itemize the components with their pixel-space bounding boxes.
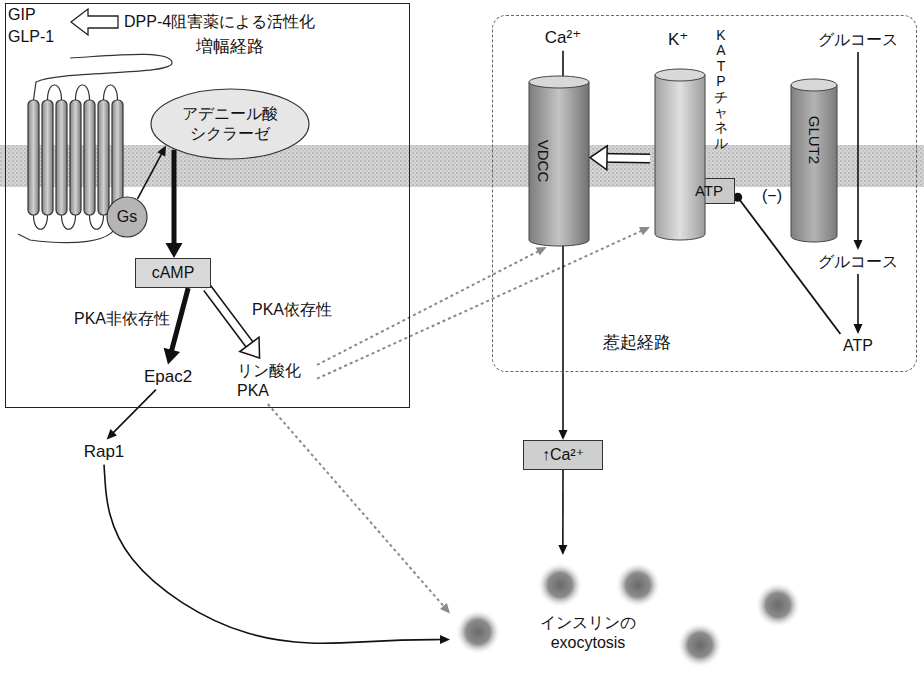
cylinder-top	[791, 79, 837, 91]
molecule-label: ATP	[836, 334, 880, 358]
node-text: 増幅経路	[196, 36, 264, 57]
node-text: ATP	[843, 336, 873, 356]
cell-membrane	[0, 145, 924, 187]
node-text: cAMP	[152, 263, 195, 283]
arrow-head	[157, 146, 166, 157]
node-outline	[150, 88, 310, 160]
node-text: Ca²⁺	[545, 27, 581, 48]
arrow-head	[854, 324, 863, 334]
arrow-shaft	[104, 465, 443, 644]
arrow-connector	[138, 146, 167, 199]
arrow-connector	[854, 274, 863, 334]
transporter-symbol: GLUT2	[790, 78, 838, 243]
arrow-head	[164, 348, 180, 365]
arrow-shaft	[171, 150, 176, 248]
arrow-shaft-inner	[207, 288, 254, 351]
node-outline	[650, 28, 742, 242]
arrow-shaft	[317, 230, 644, 379]
node-text: KATP チャネル	[714, 28, 728, 151]
node-text: Rap1	[84, 441, 125, 462]
arrow-head	[590, 146, 607, 170]
pathway-panel: アデニール酸 シクラーゼ Gs cAMP Epac2 リン酸化 PKA 増幅経路	[5, 3, 410, 408]
arrow-connector	[207, 288, 259, 358]
activation-arrow	[71, 9, 118, 35]
hormone-label: GLP-1	[8, 27, 54, 46]
pathway-panel: Ca²⁺VDCCATPKATP チャネルGLUT2グルコースグルコースATP惹起…	[492, 15, 917, 372]
edge-label: PKA依存性	[250, 300, 334, 319]
ellipse-outline	[151, 89, 309, 159]
arrow-head	[639, 227, 650, 235]
arrow-shaft	[268, 404, 446, 608]
ellipse-outline	[107, 197, 147, 237]
channel-symbol: VDCC	[528, 75, 590, 247]
node-text: インスリンの exocytosis	[532, 613, 644, 653]
arrow-connector	[854, 52, 863, 250]
dotted-arrow	[317, 247, 547, 365]
cylinder-top	[655, 69, 705, 81]
enzyme-ellipse: アデニール酸 シクラーゼ	[150, 88, 310, 160]
arrow-shaft	[857, 52, 859, 243]
molecule-label: グルコース	[812, 250, 904, 274]
arrow-connector	[590, 146, 650, 170]
arrow-connector	[107, 390, 156, 440]
node-text: ATP	[695, 182, 723, 201]
arrow-head	[854, 240, 863, 250]
arrow-head	[536, 247, 547, 256]
cylinder-body	[791, 85, 837, 242]
arrow-head	[440, 635, 450, 644]
annotation: DPP-4阻害薬による活性化	[124, 12, 315, 31]
arrow-shaft	[138, 152, 163, 199]
ion-label: K⁺	[668, 30, 688, 50]
ion-label: Ca²⁺	[538, 25, 588, 50]
channel-symbol: ATP KATP チャネル	[650, 28, 742, 242]
cylinder-body	[655, 75, 705, 240]
arrow-connector	[558, 470, 567, 555]
molecule-label: リン酸化 PKA	[235, 358, 317, 404]
exocytosis-group: インスリンの exocytosis	[450, 555, 820, 685]
arrow-head	[165, 243, 182, 258]
dotted-arrow	[317, 227, 650, 379]
molecule-box: cAMP	[135, 258, 211, 288]
node-text: アデニール酸 シクラーゼ	[174, 104, 286, 144]
edge-label: PKA非依存性	[72, 309, 172, 328]
arrow-shaft	[857, 274, 859, 327]
arrow-shaft	[171, 288, 189, 354]
arrow-shaft	[207, 288, 254, 351]
cylinder-body	[529, 82, 589, 246]
arrow-head	[240, 337, 260, 358]
node-text: ↑Ca²⁺	[542, 445, 584, 465]
arrow-shaft	[317, 250, 540, 365]
node-text: 惹起経路	[603, 332, 671, 353]
arrow-connector	[165, 150, 182, 258]
arrow-head	[107, 429, 117, 439]
molecule-label: グルコース	[812, 28, 904, 52]
arrow-head	[558, 545, 567, 555]
node-text: Gs	[117, 207, 137, 227]
node-text: GLUT2	[805, 116, 824, 164]
molecule-label: Rap1	[78, 439, 131, 464]
insulin-granules	[456, 563, 800, 667]
node-text: Epac2	[144, 366, 192, 387]
hormone-label: GIP	[8, 5, 36, 24]
node-text: グルコース	[818, 30, 898, 50]
arrow-head	[440, 603, 450, 613]
node-text: リン酸化 PKA	[237, 361, 309, 401]
arrow-shaft	[562, 470, 564, 548]
node-text: VDCC	[534, 140, 553, 183]
molecule-box: ↑Ca²⁺	[523, 440, 603, 470]
dotted-arrow	[268, 404, 450, 614]
node-text: グルコース	[818, 252, 898, 272]
receptor-illustration	[18, 54, 172, 242]
arrow-head	[559, 430, 568, 440]
cylinder-top	[529, 76, 589, 88]
inhibition-sign: (−)	[762, 186, 782, 205]
molecule-label: Epac2	[138, 364, 198, 389]
g-protein-circle: Gs	[106, 196, 148, 238]
arrow-shaft	[112, 390, 156, 435]
